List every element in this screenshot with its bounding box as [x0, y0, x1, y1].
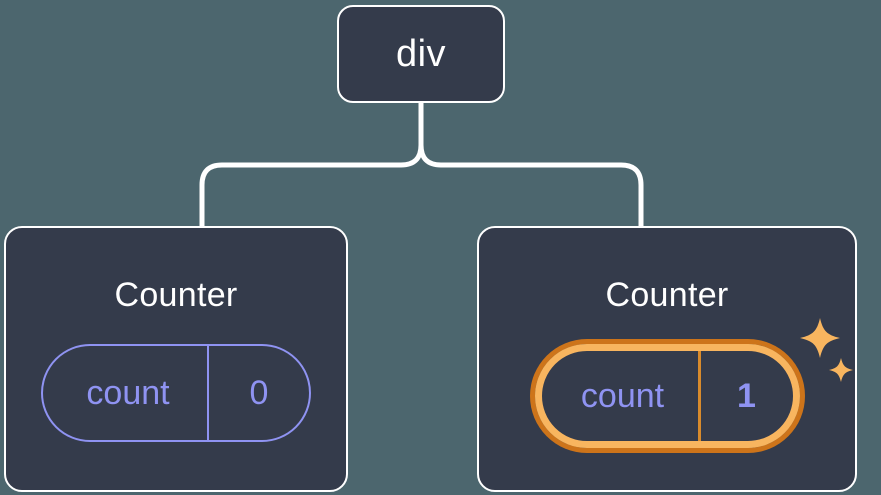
node-counter-left[interactable]: Counter count 0	[4, 226, 348, 492]
state-key-label: count	[580, 377, 665, 415]
state-pill-right-wrap: count 1	[534, 318, 853, 448]
node-div-label: div	[395, 33, 447, 75]
state-value-label: 0	[207, 346, 309, 440]
connector-left	[199, 100, 424, 230]
node-div[interactable]: div	[337, 5, 505, 103]
node-counter-right[interactable]: Counter count 1	[477, 226, 857, 492]
sparkle-icon	[799, 318, 840, 358]
state-pill-left-wrap: count 0	[41, 344, 311, 442]
state-pill-right[interactable]: count 1	[534, 344, 800, 448]
state-key-label: count	[86, 374, 170, 412]
connector-right	[418, 100, 644, 230]
state-value-label: 1	[697, 351, 793, 441]
sparkles-icon	[798, 314, 858, 394]
sparkle-small-icon	[828, 358, 853, 382]
node-counter-right-title: Counter	[605, 276, 729, 314]
node-counter-left-title: Counter	[114, 276, 238, 314]
state-pill-left[interactable]: count 0	[41, 344, 311, 442]
